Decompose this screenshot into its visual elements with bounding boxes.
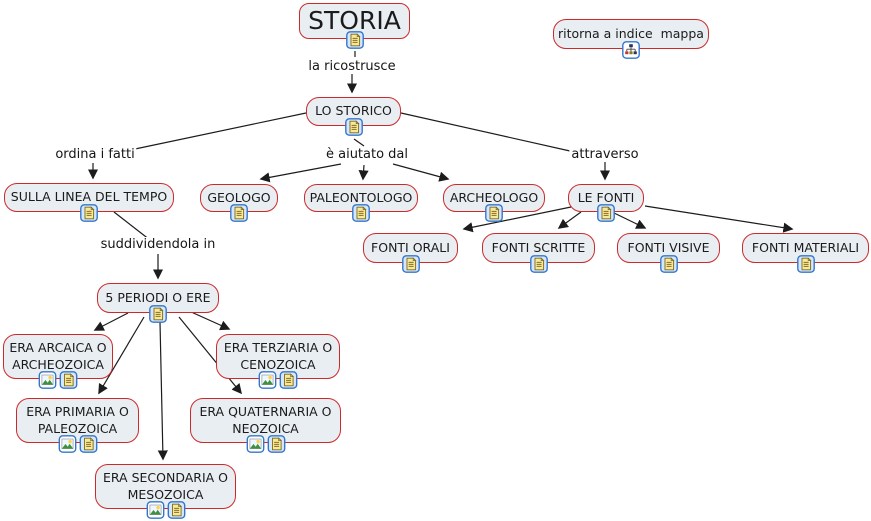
document-icon[interactable] (149, 305, 167, 323)
document-icon[interactable] (280, 371, 298, 389)
node-archeologo[interactable]: ARCHEOLOGO (443, 184, 545, 212)
link-label-la-ricostrusce: la ricostrusce (306, 59, 398, 74)
node-label: STORIA (308, 5, 401, 35)
node-sulla-linea-del-tempo[interactable]: SULLA LINEA DEL TEMPO (4, 183, 174, 212)
node-label: 5 PERIODI O ERE (105, 289, 211, 305)
node-label: ARCHEOLOGO (449, 189, 539, 205)
document-icon[interactable] (346, 31, 364, 49)
image-icon[interactable] (58, 435, 76, 453)
node-fonti-scritte[interactable]: FONTI SCRITTE (482, 233, 595, 263)
node-label: FONTI VISIVE (627, 239, 710, 255)
document-icon[interactable] (230, 204, 248, 222)
node-le-fonti[interactable]: LE FONTI (568, 184, 644, 212)
image-icon[interactable] (146, 501, 164, 519)
link-label-ordina-i-fatti: ordina i fatti (53, 147, 137, 162)
link-label-suddividendola-in: suddividendola in (98, 237, 218, 252)
node-fonti-orali[interactable]: FONTI ORALI (363, 233, 458, 263)
document-icon[interactable] (79, 435, 97, 453)
image-icon[interactable] (246, 435, 264, 453)
node-label: ritorna a indice mappa (558, 25, 704, 41)
document-icon[interactable] (167, 501, 185, 519)
node-label: FONTI MATERIALI (751, 239, 860, 255)
node-label: ERA TERZIARIA O CENOZOICA (223, 340, 333, 372)
link-label-e-aiutato-dal: è aiutato dal (323, 147, 411, 162)
node-label: SULLA LINEA DEL TEMPO (10, 189, 168, 205)
document-icon[interactable] (597, 204, 615, 222)
node-fonti-visive[interactable]: FONTI VISIVE (617, 233, 720, 263)
node-lo-storico[interactable]: LO STORICO (306, 97, 401, 126)
node-geologo[interactable]: GEOLOGO (200, 184, 278, 212)
node-label: ERA ARCAICA O ARCHEOZOICA (9, 340, 107, 372)
image-icon[interactable] (259, 371, 277, 389)
node-label: FONTI SCRITTE (491, 239, 586, 255)
document-icon[interactable] (660, 255, 678, 273)
node-5-periodi-o-ere[interactable]: 5 PERIODI O ERE (97, 283, 219, 313)
link-label-attraverso: attraverso (569, 147, 641, 162)
document-icon[interactable] (530, 255, 548, 273)
node-fonti-materiali[interactable]: FONTI MATERIALI (742, 233, 869, 263)
document-icon[interactable] (485, 204, 503, 222)
document-icon[interactable] (60, 371, 78, 389)
node-label: GEOLOGO (207, 189, 271, 205)
node-label: LE FONTI (577, 189, 635, 205)
node-era-primaria[interactable]: ERA PRIMARIA O PALEOZOICA (16, 398, 139, 443)
node-era-terziaria[interactable]: ERA TERZIARIA O CENOZOICA (216, 334, 340, 379)
document-icon[interactable] (352, 204, 370, 222)
node-era-quaternaria[interactable]: ERA QUATERNARIA O NEOZOICA (190, 398, 341, 443)
node-paleontologo[interactable]: PALEONTOLOGO (304, 184, 418, 212)
document-icon[interactable] (402, 255, 420, 273)
node-era-arcaica[interactable]: ERA ARCAICA O ARCHEOZOICA (3, 334, 113, 379)
node-storia[interactable]: STORIA (299, 3, 410, 39)
node-label: ERA SECONDARIA O MESOZOICA (102, 470, 229, 502)
document-icon[interactable] (80, 204, 98, 222)
sitemap-icon[interactable] (622, 41, 640, 59)
document-icon[interactable] (797, 255, 815, 273)
node-label: FONTI ORALI (371, 239, 450, 255)
node-ritorna-a-indice-mappa[interactable]: ritorna a indice mappa (553, 19, 709, 49)
image-icon[interactable] (39, 371, 57, 389)
node-era-secondaria[interactable]: ERA SECONDARIA O MESOZOICA (95, 464, 236, 509)
node-label: ERA PRIMARIA O PALEOZOICA (26, 404, 129, 436)
node-label: PALEONTOLOGO (309, 189, 413, 205)
node-label: LO STORICO (315, 103, 392, 119)
document-icon[interactable] (267, 435, 285, 453)
document-icon[interactable] (345, 118, 363, 136)
node-label: ERA QUATERNARIA O NEOZOICA (199, 404, 332, 436)
